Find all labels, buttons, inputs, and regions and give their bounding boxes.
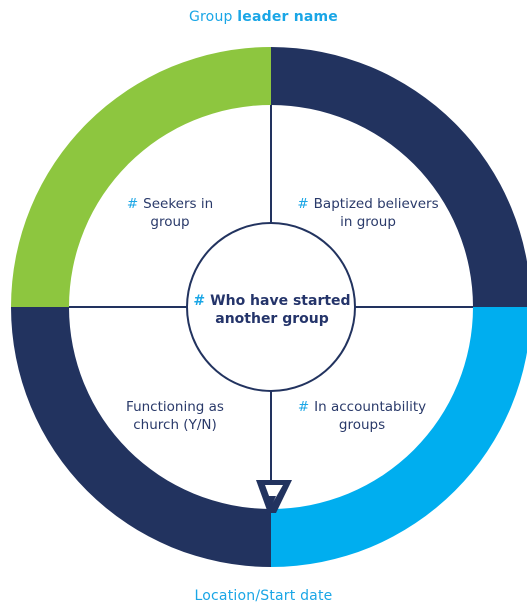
seekers-line1: Seekers in xyxy=(143,196,213,212)
baptized-line1: Baptized believers xyxy=(314,196,439,212)
quadrant-label-top-left: # Seekers in xyxy=(127,196,213,212)
ring-quadrant-bottom-left xyxy=(11,307,271,567)
ring-quadrant-top-left xyxy=(11,47,271,307)
ring-quadrant-top-right xyxy=(271,47,527,307)
quadrant-label-bottom-right-line2: groups xyxy=(339,417,385,433)
quadrant-label-top-right-line2: in group xyxy=(340,214,396,230)
accountability-line1: In accountability xyxy=(314,399,426,415)
center-label-line2: another group xyxy=(215,311,329,327)
title-bold: leader name xyxy=(237,9,338,25)
hash-symbol: # xyxy=(127,196,138,212)
center-label-line1: # Who have started xyxy=(193,293,350,309)
quadrant-label-bottom-right: # In accountability xyxy=(298,399,426,415)
hash-symbol: # xyxy=(298,399,309,415)
quadrant-label-top-right: # Baptized believers xyxy=(297,196,438,212)
quadrant-label-bottom-left: Functioning as xyxy=(126,399,224,415)
location-start-date-title: Location/Start date xyxy=(194,588,333,604)
hash-symbol: # xyxy=(193,293,205,309)
v-chevron-logo-icon xyxy=(256,480,292,513)
ring-quadrant-bottom-right xyxy=(271,307,527,567)
quadrant-label-bottom-left-line2: church (Y/N) xyxy=(133,417,217,433)
quadrant-label-top-left-line2: group xyxy=(150,214,189,230)
title-prefix: Group xyxy=(188,9,233,25)
center-line1-text: Who have started xyxy=(210,293,350,309)
group-leader-name-title: Group leader name xyxy=(0,9,527,25)
hash-symbol: # xyxy=(297,196,308,212)
center-circle xyxy=(186,222,356,392)
